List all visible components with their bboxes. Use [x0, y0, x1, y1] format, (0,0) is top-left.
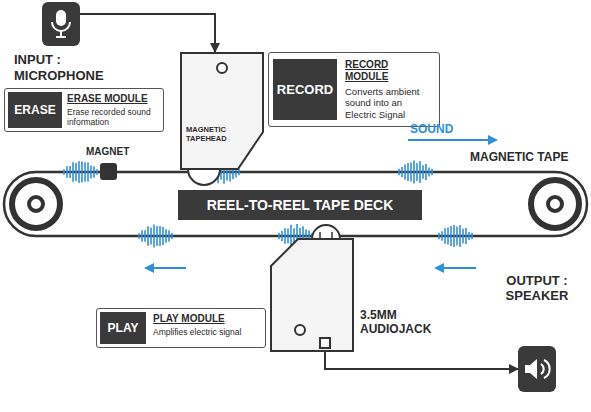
- module-tag: ERASE: [8, 92, 62, 128]
- node-label: MAGNETIC TAPEHEAD: [186, 126, 240, 143]
- module-description: Amplifies electric signal: [153, 327, 261, 337]
- tapehead-pin: [319, 232, 321, 239]
- tape-direction-arrowhead: [434, 263, 444, 273]
- signal-wire: [80, 14, 215, 52]
- tape-direction-arrow: [442, 267, 476, 269]
- tapehead-pin: [331, 232, 333, 239]
- signal-label: SOUND: [410, 122, 453, 136]
- tape-direction-arrow: [152, 267, 186, 269]
- node-label: 3.5MM AUDIOJACK: [360, 308, 446, 337]
- speaker-glyph: [518, 346, 556, 392]
- microphone-glyph: [42, 2, 80, 48]
- screw: [217, 63, 227, 73]
- module-title: PLAY MODULE: [153, 313, 261, 325]
- sound-arrowhead: [488, 135, 498, 145]
- magnetic-tape-loop: [4, 172, 587, 236]
- left-reel: [12, 180, 60, 228]
- sound-waveforms: [64, 160, 472, 248]
- right-reel: [531, 180, 579, 228]
- sound-arrow: [408, 139, 490, 141]
- node-label: REEL-TO-REEL TAPE DECK: [207, 197, 394, 214]
- module-info-box: RECORD MODULE Converts ambient sound into…: [268, 52, 440, 127]
- speaker-icon: OUTPUT : SPEAKER: [518, 346, 556, 392]
- node-label: ERASE: [14, 103, 55, 117]
- node-label: OUTPUT : SPEAKER: [487, 273, 587, 304]
- module-info-box: PLAY MODULE Amplifies electric signal PLAY: [96, 308, 266, 348]
- part-label: MAGNET: [86, 146, 129, 158]
- module-description: Erase recorded sound information: [67, 107, 159, 127]
- module-title: RECORD MODULE: [345, 59, 433, 83]
- module-title: ERASE MODULE: [67, 93, 159, 105]
- play-module-housing: 3.5MM AUDIOJACK: [270, 238, 354, 352]
- module-tag: PLAY: [100, 312, 146, 344]
- erase-magnet: [100, 163, 117, 180]
- tapehead: [188, 169, 220, 185]
- module-body: [271, 239, 353, 351]
- node-label: RECORD: [277, 82, 333, 98]
- module-body: [181, 53, 263, 169]
- waveform-strokes: [64, 160, 472, 248]
- record-module-housing: MAGNETIC TAPEHEAD: [180, 52, 264, 170]
- screw: [295, 325, 305, 335]
- tapehead: [312, 225, 340, 239]
- signal-wire: [325, 352, 518, 369]
- module-description: Converts ambient sound into an Electric …: [345, 86, 433, 120]
- tape-deck-band: REEL-TO-REEL TAPE DECK: [178, 190, 422, 220]
- module-tag: RECORD: [273, 59, 337, 120]
- microphone-icon: INPUT : MICROPHONE: [42, 2, 80, 46]
- node-label: PLAY: [108, 321, 139, 335]
- node-label: INPUT : MICROPHONE: [14, 52, 126, 83]
- right-reel-hub: [548, 197, 562, 211]
- module-info-box: ERASE MODULE Erase recorded sound informa…: [4, 88, 164, 132]
- tape-direction-arrowhead: [144, 263, 154, 273]
- part-label: MAGNETIC TAPE: [470, 150, 568, 164]
- module-outline: [270, 238, 354, 352]
- module-outline: [180, 52, 264, 170]
- audio-jack: [320, 338, 330, 348]
- left-reel-hub: [29, 197, 43, 211]
